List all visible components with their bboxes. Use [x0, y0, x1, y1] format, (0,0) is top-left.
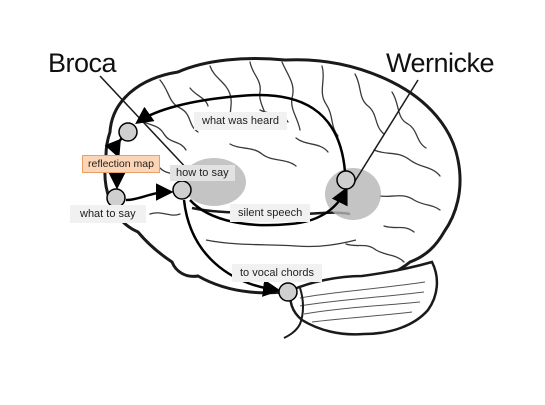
brainstem-outline — [283, 287, 304, 339]
label-silent-speech: silent speech — [230, 204, 311, 222]
label-what-to-say: what to say — [70, 205, 146, 223]
cerebrum-outline — [103, 57, 462, 295]
label-how-to-say: how to say — [170, 165, 235, 181]
node-how-to-say — [172, 180, 192, 200]
label-to-vocal-chords: to vocal chords — [232, 264, 322, 282]
wernicke-title: Wernicke — [386, 48, 495, 78]
broca-title: Broca — [48, 48, 117, 78]
node-vocal-chords — [278, 282, 298, 302]
temporal-sulcus — [205, 239, 357, 248]
wernicke-pointer-line — [351, 79, 419, 187]
arrow-silent-speech — [189, 186, 348, 227]
label-reflection-map: reflection map — [82, 155, 160, 173]
arrow-what-was-heard — [135, 93, 347, 173]
cerebellum-folia — [299, 281, 426, 323]
node-wernicke — [336, 170, 356, 190]
arrow-what-to-how — [125, 183, 174, 202]
label-what-was-heard: what was heard — [194, 112, 288, 130]
node-reflection-map — [118, 122, 138, 142]
arrow-to-vocal-chords — [182, 199, 281, 297]
arrow-reflection-to-what — [104, 137, 123, 159]
